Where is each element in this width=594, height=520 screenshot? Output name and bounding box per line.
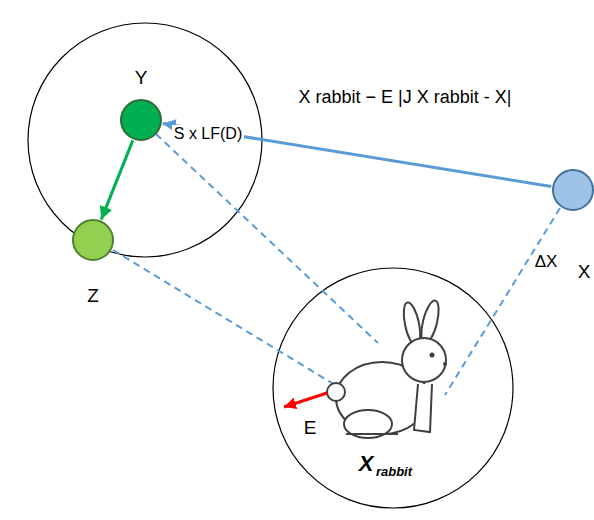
- region-circle: [28, 23, 262, 257]
- rabbit-foot: [346, 433, 398, 435]
- edge-label: X rabbit − E |J X rabbit - X|: [297, 88, 514, 108]
- connector-arrow: [163, 124, 552, 187]
- rabbit-eye: [430, 353, 435, 358]
- circle-node: X: [552, 169, 594, 211]
- region-circle: [273, 268, 513, 508]
- rabbit-nose: [443, 362, 447, 366]
- rabbit-foreleg: [414, 384, 432, 432]
- vector-label: E: [304, 418, 317, 439]
- node-label: X: [578, 262, 591, 283]
- rabbit-tail: [327, 383, 345, 401]
- position-subscript: rabbit: [376, 465, 412, 479]
- circle-node: Y: [120, 99, 162, 141]
- connector-arrow: [101, 140, 133, 219]
- edge-label: S x LF(D): [172, 125, 244, 143]
- rabbit-illustration: [327, 299, 447, 438]
- position-symbol: X: [359, 452, 374, 476]
- dashed-line: [445, 208, 560, 395]
- circle-node: Z: [72, 219, 114, 261]
- node-label: Y: [135, 68, 148, 89]
- dashed-line: [156, 134, 378, 343]
- node-label: Z: [87, 286, 99, 307]
- direction-arrow: [284, 393, 327, 407]
- rabbit-head: [402, 338, 446, 382]
- dashed-line: [113, 250, 340, 388]
- distance-label: ΔX: [535, 253, 558, 272]
